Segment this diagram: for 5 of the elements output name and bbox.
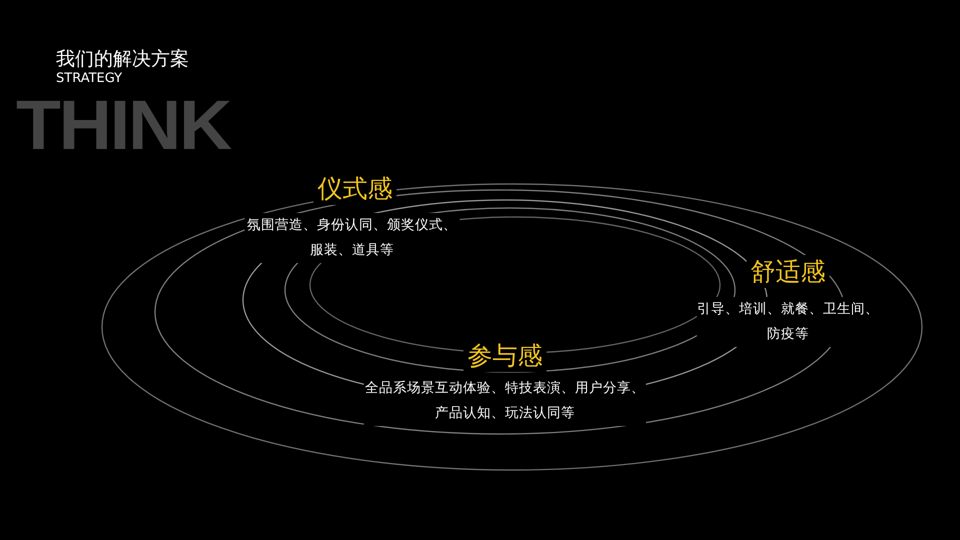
section-description: 氛围营造、身份认同、颁奖仪式、服装、道具等 — [244, 213, 460, 263]
slide-title: 我们的解决方案 — [56, 47, 189, 72]
section-heading: 舒适感 — [746, 255, 830, 288]
slide-subtitle: STRATEGY — [56, 71, 122, 86]
background-word: THINK — [16, 90, 230, 160]
